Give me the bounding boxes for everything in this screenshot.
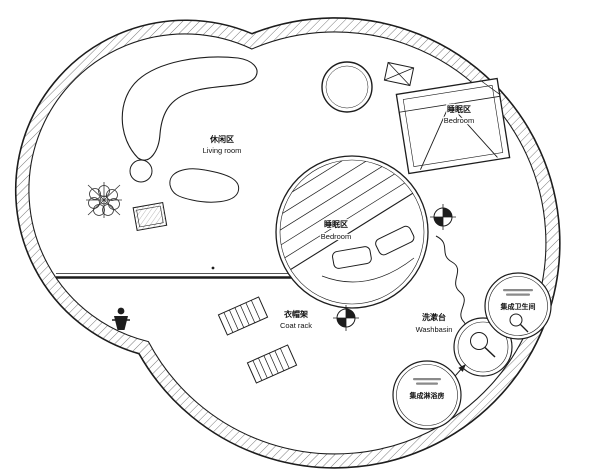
wall-outer-line xyxy=(14,17,561,469)
spec-text-line xyxy=(416,382,438,385)
pillow-1 xyxy=(332,246,372,269)
bed-top xyxy=(395,77,511,175)
bedroom-center-label-en: Bedroom xyxy=(321,232,351,241)
curved-sofa xyxy=(121,56,258,161)
spec-text-line xyxy=(506,293,530,296)
faucet-icon xyxy=(470,332,496,358)
living-room-label-zh: 休闲区 xyxy=(209,134,234,144)
shower-pod-label: 集成淋浴房 xyxy=(409,391,445,400)
bathroom-pod xyxy=(484,272,552,340)
hinge-dot xyxy=(211,266,215,270)
spec-text-line xyxy=(503,289,533,292)
survey-marker-icon xyxy=(333,305,359,331)
magnifier-icon xyxy=(509,313,529,333)
spec-text-line xyxy=(413,378,441,381)
round-table-inner xyxy=(325,65,369,109)
vent-box-icon xyxy=(383,61,415,87)
washbasin-label-en: Washbasin xyxy=(416,325,453,334)
bathroom-pod-label: 集成卫生间 xyxy=(500,302,536,311)
bedroom-top-label-en: Bedroom xyxy=(444,116,474,125)
stool xyxy=(132,201,168,232)
corner-fold xyxy=(481,80,500,95)
coat-rack-label-zh: 衣帽架 xyxy=(284,309,308,319)
living-room-label-en: Living room xyxy=(203,146,242,155)
entry-person-icon xyxy=(112,307,130,330)
bedroom-center-label-zh: 睡眠区 xyxy=(324,219,348,229)
pillow-2 xyxy=(375,225,415,256)
coat-rack-label-en: Coat rack xyxy=(280,321,312,330)
coat-rack-shelf-1 xyxy=(217,296,269,336)
wall-hatch-band xyxy=(15,17,560,468)
coffee-table-blob xyxy=(169,168,240,203)
round-table xyxy=(321,61,373,113)
coat-rack-shelf-2 xyxy=(246,344,298,384)
living-room-area xyxy=(86,56,258,232)
blanket-fold xyxy=(420,103,498,170)
shower-pod xyxy=(392,360,462,430)
bed-edge-curve xyxy=(321,257,415,283)
plant-icon xyxy=(86,182,122,218)
bedroom-pod xyxy=(275,155,429,309)
side-table xyxy=(129,159,153,183)
washbasin-label-zh: 洗漱台 xyxy=(422,312,446,322)
survey-marker-icon xyxy=(430,204,456,230)
bedroom-top-label-zh: 睡眠区 xyxy=(447,104,471,114)
